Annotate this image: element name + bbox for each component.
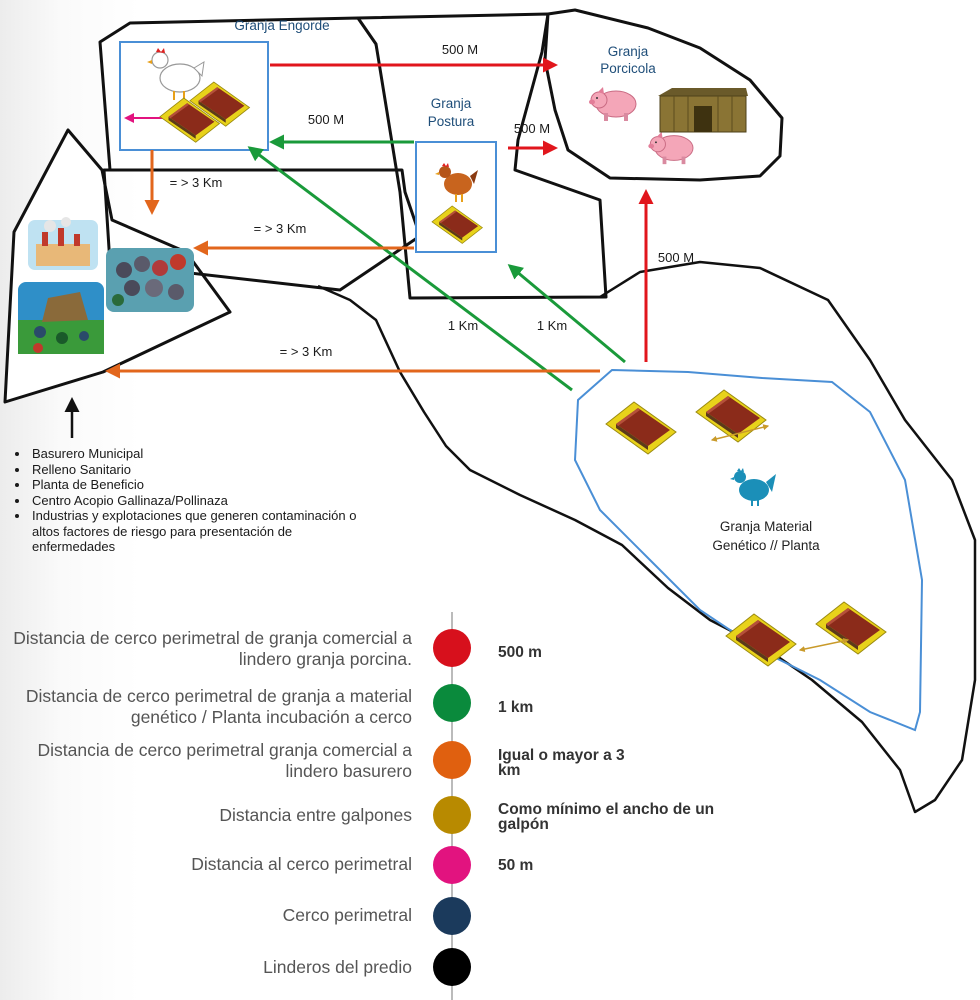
poultry-house-icon [815, 601, 887, 655]
list-item: Industrias y explotaciones que generen c… [30, 508, 360, 555]
arrow-material-to-engorde [247, 146, 573, 392]
legend-value: 50 m [498, 857, 534, 874]
poultry-house-icon [695, 389, 767, 443]
blue-bird-icon [730, 468, 776, 506]
poultry-house-icon [605, 401, 677, 455]
label-granja-material: Granja Material [720, 519, 812, 534]
fence-material [573, 368, 924, 732]
legend-value: 1 km [498, 699, 534, 716]
barn-icon [658, 88, 748, 133]
label-granja-material: Genético // Planta [712, 538, 820, 553]
legend-row-red: Distancia de cerco perimetral de granja … [0, 624, 542, 674]
legend-row-navy: Cerco perimetral [0, 892, 540, 942]
legend-dot [433, 684, 471, 722]
legend-description: Distancia de cerco perimetral granja com… [37, 740, 412, 781]
list-item: Planta de Beneficio [30, 477, 360, 493]
list-item: Basurero Municipal [30, 446, 360, 462]
arrow-between-houses [710, 424, 770, 442]
list-item: Centro Acopio Gallinaza/Pollinaza [30, 493, 360, 509]
legend-dot [433, 629, 471, 667]
legend-row-green: Distancia de cerco perimetral de granja … [0, 680, 540, 730]
factory-icon [28, 217, 98, 270]
legend-description: Distancia entre galpones [219, 805, 412, 825]
distance-label: = > 3 Km [170, 175, 223, 190]
label-granja-porcicola: Porcicola [600, 61, 656, 76]
label-granja-postura: Postura [428, 114, 475, 129]
list-item: Relleno Sanitario [30, 462, 360, 478]
distance-label: 500 M [308, 112, 344, 127]
chicken-icon [147, 48, 205, 100]
legend-dot [433, 897, 471, 935]
legend-dot [433, 948, 471, 986]
distance-label: 500 M [658, 250, 694, 265]
boundary-material [317, 260, 977, 814]
distance-label: 1 Km [537, 318, 567, 333]
legend-row-orange: Distancia de cerco perimetral granja com… [0, 736, 625, 786]
distance-label: = > 3 Km [254, 221, 307, 236]
legend-value: Igual o mayor a 3 km [498, 747, 625, 779]
distance-label: 500 M [514, 121, 550, 136]
legend-description: Distancia de cerco perimetral de granja … [13, 628, 412, 669]
arrow-material-to-postura [507, 264, 626, 364]
legend-row-black: Linderos del predio [0, 943, 540, 993]
distance-label: 1 Km [448, 318, 478, 333]
legend-row-gold: Distancia entre galpones Como mínimo el … [0, 791, 714, 841]
legend-value: Como mínimo el ancho de un galpón [498, 801, 715, 833]
legend-row-pink: Distancia al cerco perimetral 50 m [0, 841, 540, 891]
legend-description: Distancia al cerco perimetral [191, 854, 412, 874]
legend-dot [433, 846, 471, 884]
legend-dot [433, 796, 471, 834]
distance-label: 500 M [442, 42, 478, 57]
legend-value: 500 m [498, 644, 542, 661]
legend-description: Linderos del predio [263, 957, 412, 977]
legend-description: Cerco perimetral [282, 905, 412, 925]
risk-sites-list: Basurero Municipal Relleno Sanitario Pla… [8, 446, 360, 555]
legend-dot [433, 741, 471, 779]
label-granja-engorde: Granja Engorde [234, 18, 329, 33]
label-granja-postura: Granja [431, 96, 472, 111]
landfill-icon [106, 248, 194, 312]
distance-label: = > 3 Km [280, 344, 333, 359]
label-granja-porcicola: Granja [608, 44, 649, 59]
arrow-between-houses [798, 638, 850, 652]
landfill-icon [18, 282, 104, 354]
legend-description: Distancia de cerco perimetral de granja … [25, 686, 412, 727]
hen-icon [435, 163, 478, 202]
